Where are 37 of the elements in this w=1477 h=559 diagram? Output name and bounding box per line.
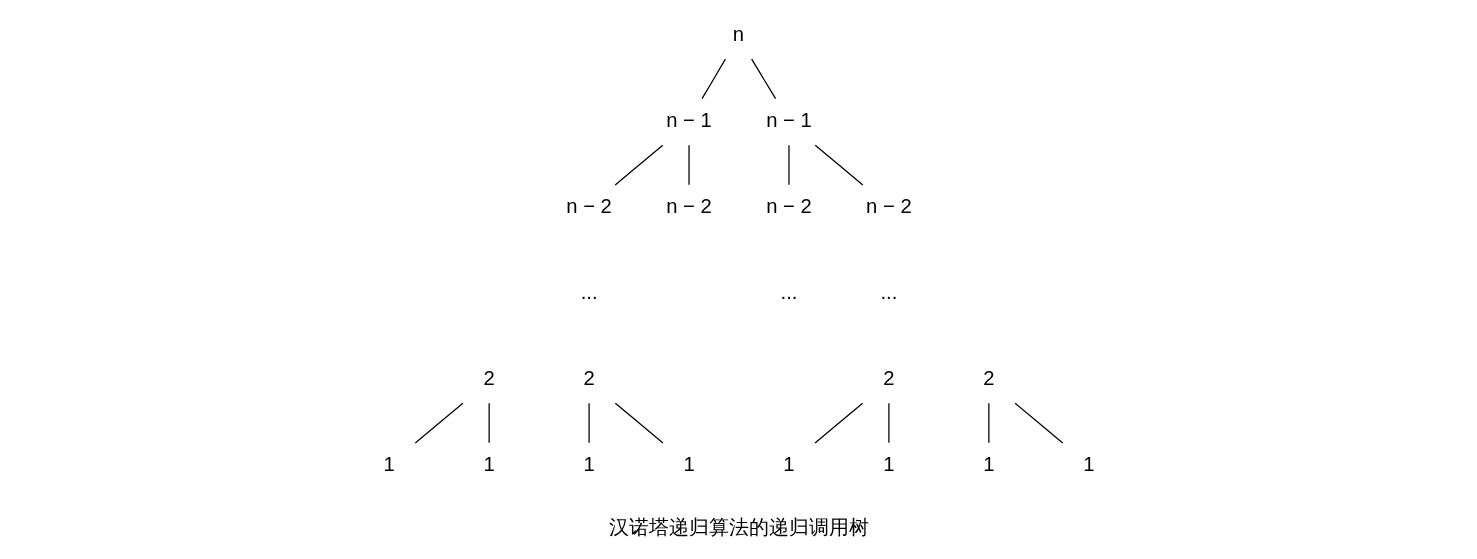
connector xyxy=(488,402,490,444)
connector xyxy=(614,144,663,186)
node-text: 1 xyxy=(982,452,994,475)
node-text: 1 xyxy=(483,452,495,475)
caption: 汉诺塔递归算法的递归调用树 xyxy=(608,516,869,539)
node-text: 1 xyxy=(1082,452,1094,475)
node-text: 2 xyxy=(483,366,495,389)
node-text: n − 1 xyxy=(665,108,712,131)
label: ... xyxy=(580,280,598,303)
label: ... xyxy=(780,280,797,303)
node-text: 1 xyxy=(383,452,395,475)
connector xyxy=(614,402,664,444)
node-text: n − 2 xyxy=(665,194,712,217)
node-text: 2 xyxy=(582,366,595,389)
connector xyxy=(787,144,790,186)
node-text: n − 1 xyxy=(765,108,812,131)
node-text: n − 2 xyxy=(565,194,612,217)
node-text: 1 xyxy=(882,452,895,475)
node-text: 2 xyxy=(882,366,895,389)
node-text: n − 2 xyxy=(765,194,812,217)
node-text: 1 xyxy=(582,452,595,475)
connector xyxy=(414,402,464,444)
label: ... xyxy=(879,280,897,303)
connector xyxy=(814,144,863,186)
connector xyxy=(587,402,590,444)
connector xyxy=(687,144,690,186)
connector xyxy=(813,402,863,444)
connector xyxy=(987,402,989,444)
node-text: 1 xyxy=(782,452,795,475)
node-text: 1 xyxy=(682,452,695,475)
node-text: 2 xyxy=(982,366,994,389)
node-text: n − 2 xyxy=(865,194,912,217)
node-text: n xyxy=(732,22,744,45)
connector xyxy=(887,402,890,444)
connector xyxy=(700,58,726,100)
connector xyxy=(750,58,776,100)
connector xyxy=(1013,402,1063,444)
